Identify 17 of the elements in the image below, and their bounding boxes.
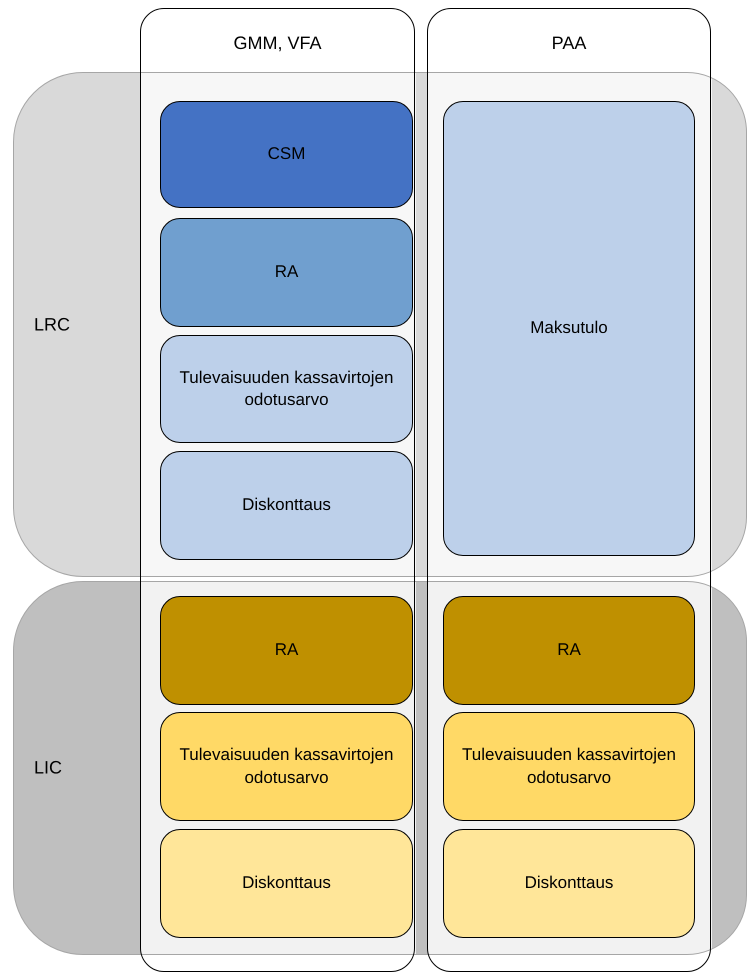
column-panel bbox=[427, 8, 711, 972]
component-box: Diskonttaus bbox=[160, 451, 413, 560]
component-box: Tulevaisuuden kassavirtojen odotusarvo bbox=[443, 712, 695, 821]
component-box: Diskonttaus bbox=[443, 829, 695, 938]
row-label: LRC bbox=[34, 314, 70, 335]
component-box: Tulevaisuuden kassavirtojen odotusarvo bbox=[160, 712, 413, 821]
component-box: CSM bbox=[160, 101, 413, 208]
component-box: RA bbox=[160, 596, 413, 705]
row-label: LIC bbox=[34, 758, 62, 778]
component-box: Tulevaisuuden kassavirtojen odotusarvo bbox=[160, 335, 413, 443]
component-box: Maksutulo bbox=[443, 101, 695, 556]
component-box: Diskonttaus bbox=[160, 829, 413, 938]
component-box: RA bbox=[443, 596, 695, 705]
column-header: PAA bbox=[550, 33, 588, 54]
column-panel bbox=[140, 8, 415, 972]
column-header: GMM, VFA bbox=[232, 33, 322, 54]
component-box: RA bbox=[160, 218, 413, 327]
